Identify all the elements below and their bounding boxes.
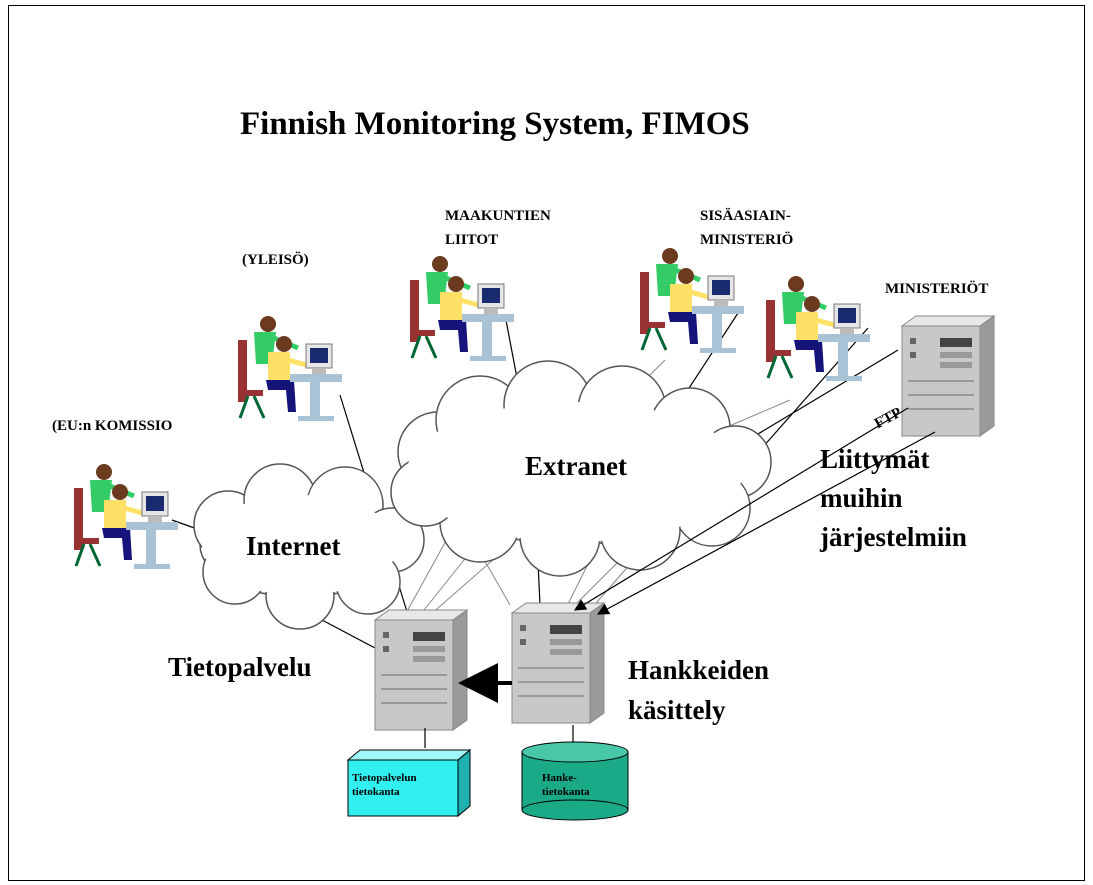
regional-councils-workstation <box>410 256 514 361</box>
internet-label: Internet <box>246 531 341 561</box>
project-processing-server-icon <box>511 602 605 724</box>
project-db-shape <box>521 741 629 821</box>
project-processing-label-line2: käsittely <box>628 695 726 725</box>
ministries-label: MINISTERIÖT <box>885 281 989 297</box>
interior-ministry-workstation <box>640 248 744 353</box>
project-db-label-line2: tietokanta <box>542 786 590 798</box>
info-service-db-shape <box>346 748 472 818</box>
info-service-db-label-line1: Tietopalvelun <box>352 772 417 784</box>
public-label: (YLEISÖ) <box>242 252 309 268</box>
interface-arrow <box>596 431 936 615</box>
other-systems-label-line2: muihin <box>820 483 903 513</box>
info-service-db-label-line2: tietokanta <box>352 786 400 798</box>
ftp-arrow <box>573 407 909 611</box>
internet-cloud <box>193 463 425 630</box>
info-service-server-icon <box>374 609 468 731</box>
diagram-title: Finnish Monitoring System, FIMOS <box>240 106 750 142</box>
eu-commission-label: (EU:n KOMISSIO <box>52 418 173 434</box>
other-systems-label-line1: Liittymät <box>820 444 930 474</box>
extranet-cloud <box>390 360 772 577</box>
project-processing-label-line1: Hankkeiden <box>628 655 770 685</box>
interior-ministry-label-line1: SISÄASIAIN- <box>700 208 791 224</box>
interior-ministry-label-line2: MINISTERIÖ <box>700 232 794 248</box>
regional-councils-label-line2: LIITOT <box>445 232 499 248</box>
regional-councils-label-line1: MAAKUNTIEN <box>445 208 551 224</box>
ministries-server-icon <box>901 315 995 437</box>
eu-commission-workstation <box>74 464 178 569</box>
public-workstation <box>238 316 342 421</box>
diagram-frame <box>8 5 1085 881</box>
ministries-workstation <box>766 276 870 381</box>
project-db-label-line1: Hanke- <box>542 772 577 784</box>
info-service-label: Tietopalvelu <box>168 652 312 682</box>
extranet-label: Extranet <box>525 451 627 481</box>
other-systems-label-line3: järjestelmiin <box>820 522 967 552</box>
